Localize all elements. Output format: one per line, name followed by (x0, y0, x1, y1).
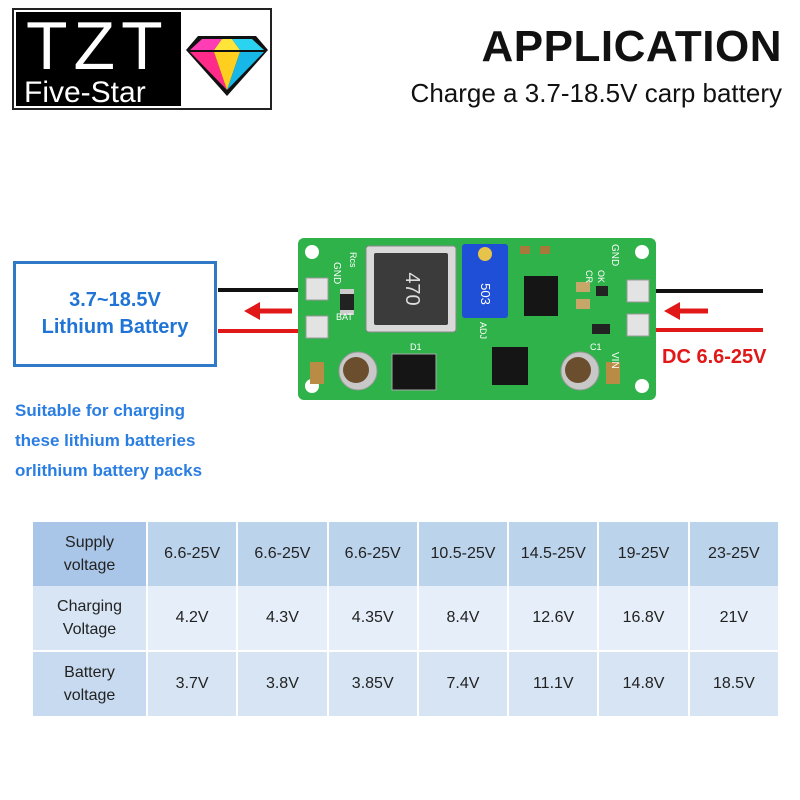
page-title: APPLICATION (481, 22, 782, 71)
battery-box: 3.7~18.5V Lithium Battery (13, 261, 217, 367)
svg-text:BAT: BAT (336, 312, 353, 322)
table-cell: 4.2V (148, 586, 237, 652)
left-arrow-icon (244, 302, 292, 320)
logo-dark-panel: TZT Five-Star (16, 8, 181, 109)
table-cell: 4.35V (328, 586, 417, 652)
table-cell: 14.8V (599, 652, 688, 716)
row-header-supply: Supply voltage (33, 522, 146, 586)
right-arrow-icon (664, 302, 708, 320)
suitable-line-3: orlithium battery packs (15, 461, 203, 480)
svg-text:D1: D1 (410, 342, 422, 352)
logo-brand-text: TZT (26, 8, 169, 84)
row-header-battery: Battery voltage (33, 652, 146, 716)
suitable-line-1: Suitable for charging (15, 401, 186, 420)
svg-text:C1: C1 (590, 342, 602, 352)
table-cell: 4.3V (238, 586, 327, 652)
table-cell: 16.8V (599, 586, 688, 652)
table-cell: 12.6V (509, 586, 598, 652)
pot-label: 503 (478, 283, 493, 305)
table-cell: 6.6-25V (148, 522, 237, 586)
table-cell: 10.5-25V (418, 522, 508, 586)
diamond-gem-icon (186, 36, 268, 96)
table-cell: 11.1V (509, 652, 598, 716)
suitable-note: Suitable for charging these lithium batt… (15, 396, 202, 486)
table-cell: 14.5-25V (509, 522, 598, 586)
table-row-charging: Charging Voltage 4.2V 4.3V 4.35V 8.4V 12… (33, 586, 778, 652)
brand-logo: TZT Five-Star (12, 8, 272, 110)
svg-text:OK: OK (596, 270, 606, 283)
dc-input-label: DC 6.6-25V (662, 346, 767, 368)
table-cell: 3.8V (238, 652, 327, 716)
inductor-label: 470 (401, 272, 423, 305)
row-header-charging: Charging Voltage (33, 586, 146, 652)
table-cell: 23-25V (689, 522, 778, 586)
table-cell: 8.4V (418, 586, 508, 652)
battery-voltage-label: 3.7~18.5V (69, 289, 161, 311)
svg-text:GND: GND (609, 244, 620, 266)
table-cell: 21V (689, 586, 778, 652)
table-cell: 6.6-25V (238, 522, 327, 586)
table-cell: 3.85V (328, 652, 417, 716)
table-cell: 19-25V (599, 522, 688, 586)
logo-subtitle: Five-Star (24, 76, 146, 109)
spec-table: Supply voltage 6.6-25V 6.6-25V 6.6-25V 1… (31, 522, 780, 716)
svg-text:Rcs: Rcs (348, 252, 358, 268)
table-cell: 7.4V (418, 652, 508, 716)
charger-board-diagram: 470 503 GND BAT Rcs GND VIN OK CR D1 ADJ… (218, 238, 763, 400)
table-cell: 6.6-25V (328, 522, 417, 586)
table-row-battery: Battery voltage 3.7V 3.8V 3.85V 7.4V 11.… (33, 652, 778, 716)
suitable-line-2: these lithium batteries (15, 431, 196, 450)
table-cell: 3.7V (148, 652, 237, 716)
svg-text:GND: GND (331, 262, 342, 284)
table-row-supply: Supply voltage 6.6-25V 6.6-25V 6.6-25V 1… (33, 522, 778, 586)
svg-text:VIN: VIN (609, 352, 620, 369)
svg-text:CR: CR (584, 270, 594, 283)
page-subtitle: Charge a 3.7-18.5V carp battery (410, 78, 782, 108)
table-cell: 18.5V (689, 652, 778, 716)
svg-text:ADJ: ADJ (478, 322, 488, 339)
battery-type-label: Lithium Battery (41, 316, 189, 338)
